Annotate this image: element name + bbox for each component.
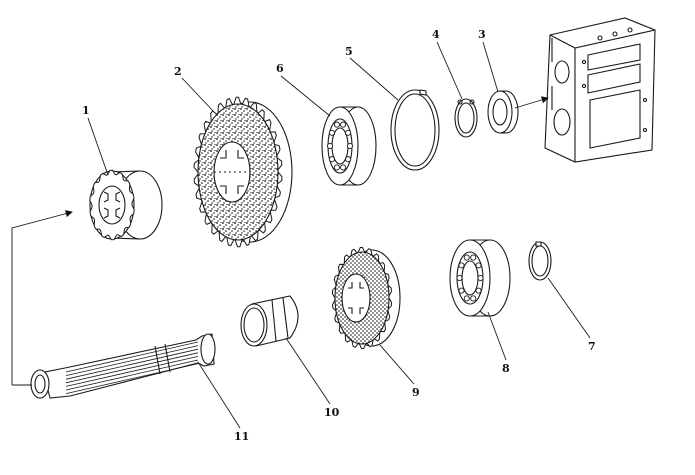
- bearing-ball: [333, 121, 340, 128]
- leader-4: [436, 41, 463, 100]
- bearing-ball: [346, 142, 354, 150]
- bearing-ball: [475, 287, 482, 294]
- bearing-ball: [463, 295, 470, 302]
- callout-8: 8: [502, 362, 510, 375]
- bearing-ball: [458, 262, 465, 269]
- leader-lines: [87, 41, 591, 429]
- shaft-spline: [65, 345, 199, 376]
- shaft-spline: [65, 356, 199, 387]
- part-10-sleeve: [240, 295, 299, 347]
- leader-2: [181, 77, 215, 113]
- part-2-large-gear: [193, 96, 293, 248]
- bearing-ball: [345, 156, 352, 163]
- shaft-spline: [65, 363, 199, 394]
- bearing-ball: [463, 254, 470, 261]
- bearing-ball: [456, 274, 463, 282]
- leader-6: [280, 75, 331, 117]
- callout-10: 10: [324, 406, 340, 419]
- bearing-ball: [340, 164, 347, 171]
- callout-5: 5: [345, 45, 353, 58]
- bearing-ball: [470, 295, 477, 302]
- leader-9: [379, 344, 415, 385]
- bearing-ball: [470, 254, 477, 261]
- callout-3: 3: [478, 28, 486, 41]
- shaft-spline: [65, 341, 199, 373]
- callout-11: 11: [234, 430, 249, 443]
- part-11-splined-shaft: [30, 333, 216, 399]
- gearbox-housing: [544, 17, 656, 163]
- bearing-ball: [477, 274, 484, 282]
- callout-1: 1: [82, 104, 90, 117]
- bearing-ball: [458, 287, 465, 294]
- leader-3: [482, 41, 499, 93]
- callout-6: 6: [276, 62, 284, 75]
- part-8-ball-bearing: [449, 239, 511, 317]
- callout-9: 9: [412, 386, 420, 399]
- assembly-arrow-shaft: [11, 210, 73, 385]
- part-4-circlip: [454, 98, 478, 138]
- leader-8: [487, 311, 507, 361]
- bearing-ball: [475, 262, 482, 269]
- leader-7: [547, 277, 591, 339]
- part-6-ball-bearing: [321, 106, 377, 186]
- part-7-snap-ring: [528, 241, 552, 281]
- shaft-spline: [65, 359, 199, 391]
- bearing-ball: [333, 164, 340, 171]
- bearing-ball: [326, 142, 334, 150]
- leader-10: [285, 337, 331, 405]
- callout-2: 2: [174, 65, 182, 78]
- callout-7: 7: [588, 340, 596, 353]
- bearing-ball: [328, 156, 335, 163]
- part-1-splined-gear: [89, 169, 163, 241]
- bearing-ball: [340, 121, 347, 128]
- part-3-nut: [487, 90, 519, 134]
- callout-4: 4: [432, 28, 440, 41]
- shaft-spline: [65, 352, 199, 384]
- bearing-ball: [345, 129, 352, 136]
- part-9-medium-gear: [331, 246, 401, 350]
- bearing-ball: [328, 129, 335, 136]
- leader-1: [87, 117, 109, 176]
- leader-11: [197, 361, 241, 429]
- shaft-spline: [65, 348, 199, 380]
- part-5-snap-ring: [390, 89, 440, 171]
- leader-5: [349, 57, 399, 101]
- assembly-arrow-housing: [514, 96, 549, 109]
